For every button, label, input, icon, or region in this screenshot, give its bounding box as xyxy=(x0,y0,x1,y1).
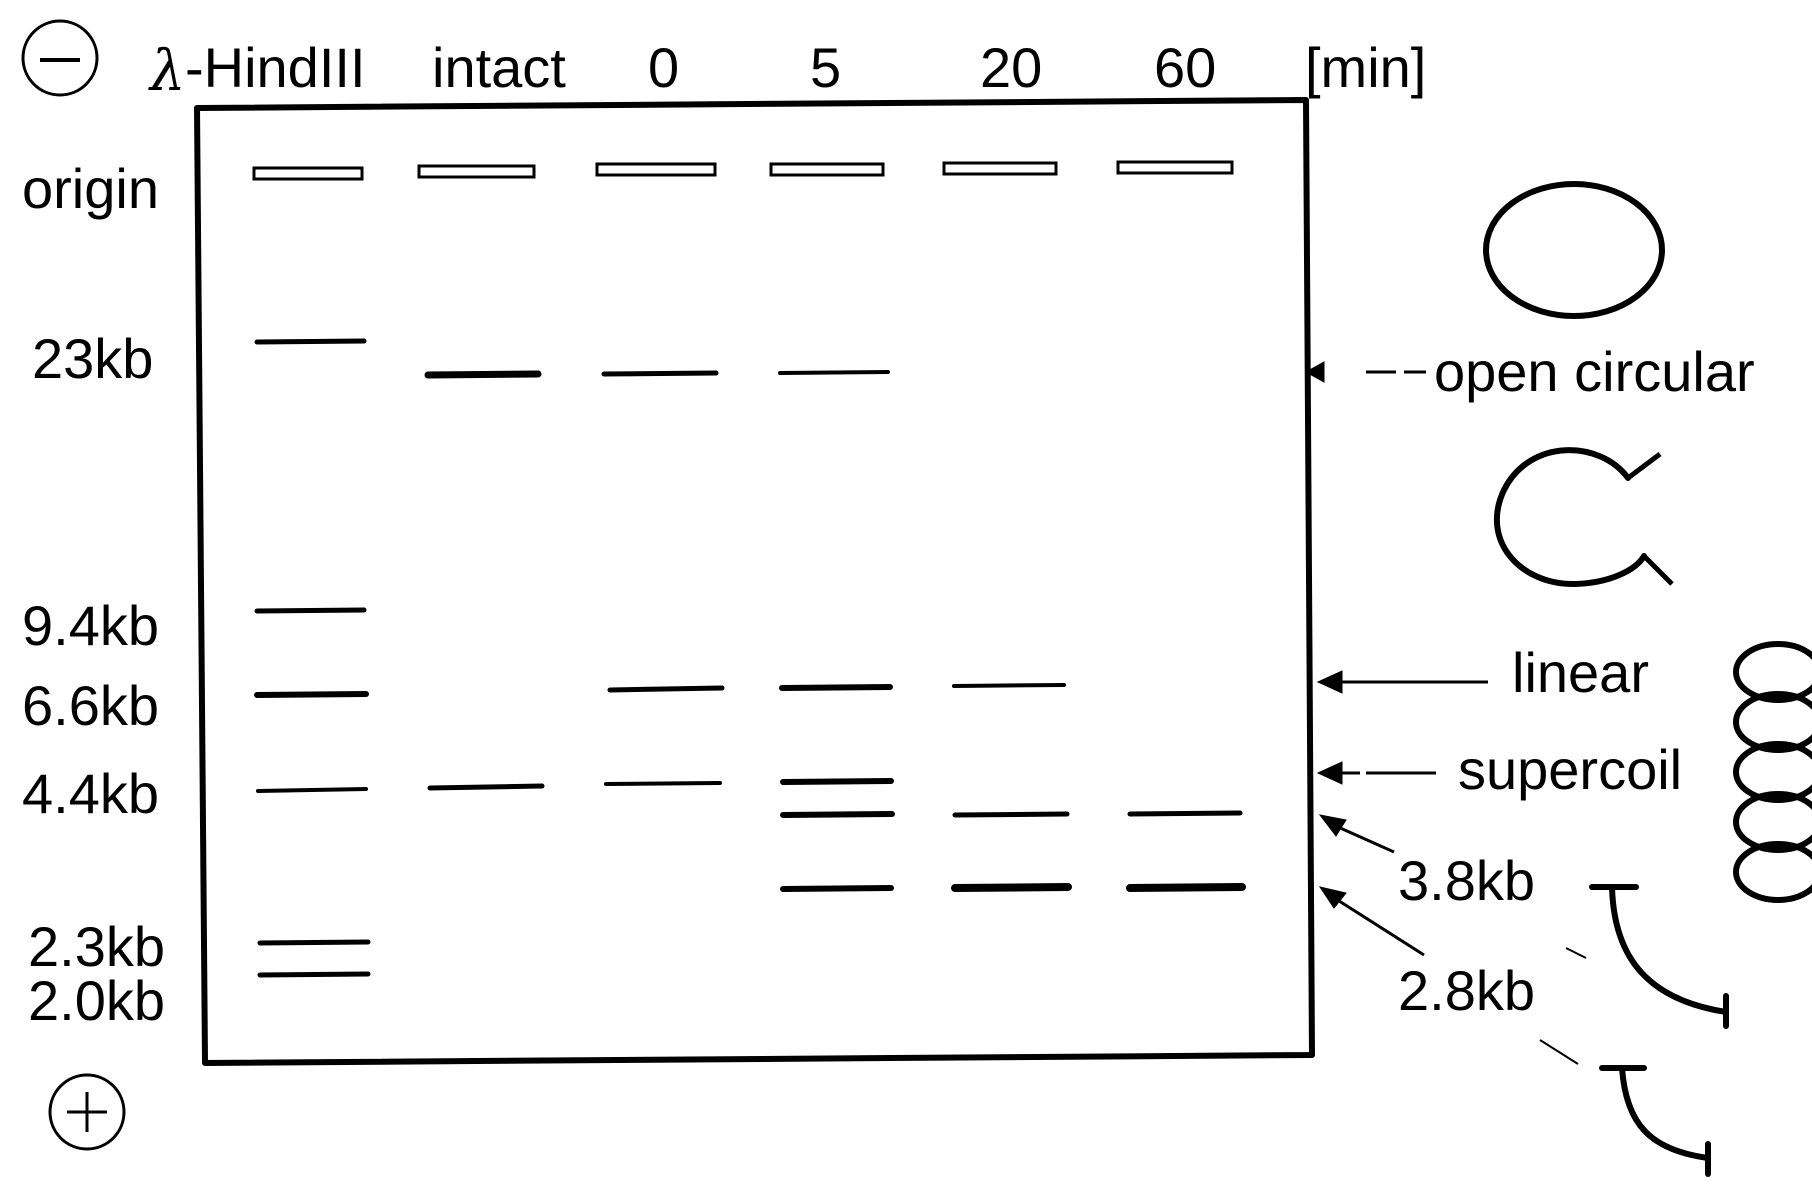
fragment-3.8kb-icon xyxy=(1589,884,1729,1029)
size-label-4.4kb: 4.4kb xyxy=(22,762,159,825)
well-intact xyxy=(417,164,536,179)
marker-lane-label: -HindIII xyxy=(185,36,366,99)
band-intact-supercoil xyxy=(427,783,545,791)
band-marker-9.4kb xyxy=(254,607,367,614)
size-label-6.6kb: 6.6kb xyxy=(22,674,159,737)
supercoil-label: supercoil xyxy=(1458,738,1682,801)
band-5-3.8kb xyxy=(780,811,895,818)
fragment-leaders xyxy=(1539,947,1587,1065)
well-marker xyxy=(252,166,364,181)
lane-label-5: 5 xyxy=(810,36,841,99)
lane-label-0: 0 xyxy=(648,36,679,99)
band-5-linear xyxy=(779,684,893,691)
band-marker-2.3kb xyxy=(257,939,371,946)
well-60 xyxy=(1116,160,1234,175)
cathode-symbol xyxy=(21,19,99,97)
origin-label: origin xyxy=(22,157,159,220)
open-circular-dna-icon xyxy=(1483,181,1665,319)
band-60-3.8kb xyxy=(1127,810,1243,817)
lane-label-60: 60 xyxy=(1154,36,1216,99)
anode-symbol xyxy=(48,1073,126,1151)
time-unit-label: [min] xyxy=(1305,36,1426,99)
well-0 xyxy=(595,162,717,177)
gel-frame xyxy=(194,97,1315,1066)
lane-label-20: 20 xyxy=(980,36,1042,99)
pointer-arrows xyxy=(1304,361,1488,957)
band-5-2.8kb xyxy=(780,885,894,892)
wells xyxy=(252,160,1234,181)
band-0-supercoil xyxy=(604,781,722,786)
well-5 xyxy=(769,162,885,177)
supercoil-dna-icon xyxy=(1733,641,1812,903)
band-5-open-circular xyxy=(778,370,890,375)
open-circular-label: open circular xyxy=(1434,340,1755,403)
band-20-linear xyxy=(952,683,1066,688)
band-marker-6.6kb xyxy=(254,691,369,698)
fragment-3.8kb-label: 3.8kb xyxy=(1398,849,1535,912)
band-0-open-circular xyxy=(601,370,719,377)
band-marker-2.0kb xyxy=(257,971,371,978)
size-label-9.4kb: 9.4kb xyxy=(22,594,159,657)
band-marker-4.4kb xyxy=(256,787,368,793)
linear-label: linear xyxy=(1512,641,1649,704)
band-marker-23kb xyxy=(254,338,367,345)
linear-dna-end-top xyxy=(1626,452,1662,480)
band-20-2.8kb xyxy=(951,883,1072,892)
linear-dna-icon xyxy=(1493,447,1647,588)
linear-dna-end-bottom xyxy=(1642,554,1674,586)
bands xyxy=(254,338,1246,978)
lambda-symbol: λ xyxy=(148,39,186,104)
size-label-23kb: 23kb xyxy=(32,327,153,390)
band-20-3.8kb xyxy=(952,811,1070,818)
band-60-2.8kb xyxy=(1126,883,1246,892)
band-0-linear xyxy=(607,685,725,693)
band-5-supercoil xyxy=(780,778,894,785)
fragment-2.8kb-icon xyxy=(1599,1065,1711,1177)
fragment-2.8kb-label: 2.8kb xyxy=(1398,959,1535,1022)
size-label-2.3kb: 2.3kb xyxy=(28,915,165,978)
band-intact-open-circular xyxy=(424,370,542,379)
lane-label-intact: intact xyxy=(432,36,566,99)
well-20 xyxy=(942,161,1058,176)
size-label-2.0kb: 2.0kb xyxy=(28,969,165,1032)
